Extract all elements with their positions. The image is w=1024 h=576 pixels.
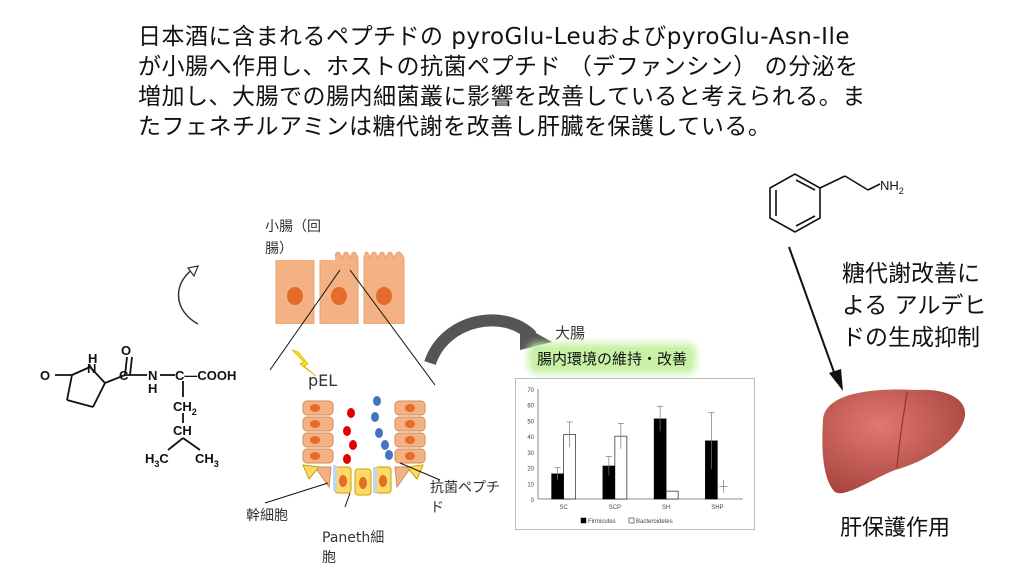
lightning-icon xyxy=(291,349,317,377)
bar-bacteroidetes xyxy=(665,490,679,500)
pel-label: pEL xyxy=(308,371,338,390)
amine-group: NH2 xyxy=(880,178,904,196)
alpha-carbon-cooh: C—COOH xyxy=(175,368,236,383)
legend-label: Bacteroidetes xyxy=(636,519,673,525)
pyroglu-leu-structure: O H N O C N H C—COOH CH2 CH H3C CH3 xyxy=(40,345,236,469)
legend-swatch xyxy=(628,517,635,524)
ch3-group: CH3 xyxy=(195,451,219,469)
y-tick-label: 10 xyxy=(527,482,534,488)
summary-text: 日本酒に含まれるペプチドの pyroGlu-LeuおよびpyroGlu-Asn-… xyxy=(138,24,866,140)
stem-cell-label: 幹細胞 xyxy=(246,508,288,524)
large-intestine-label: 大腸 xyxy=(555,324,586,342)
zoom-lines xyxy=(269,270,436,386)
h3c-group: H3C xyxy=(145,451,169,469)
category-label: SC xyxy=(559,505,568,511)
legend-label: Firmicutes xyxy=(588,519,616,525)
category-label: SH xyxy=(662,505,670,511)
amide-carbon: C xyxy=(119,368,129,383)
gut-environment-caption: 腸内環境の維持・改善 xyxy=(533,348,692,369)
ch2-group: CH2 xyxy=(173,399,197,417)
amide-nitrogen: N xyxy=(148,368,157,383)
crypt-illustration xyxy=(302,396,426,496)
y-tick-label: 40 xyxy=(527,435,534,441)
glucose-metabolism-claim: 糖代謝改善による アルデヒドの生成抑制 xyxy=(842,261,987,351)
liver-icon xyxy=(822,389,966,494)
ring-nh-n: N xyxy=(87,361,96,376)
legend-swatch xyxy=(580,517,587,524)
phenethylamine-structure: NH2 xyxy=(769,173,904,233)
downward-arrow-icon xyxy=(788,246,843,391)
small-intestine-illustration xyxy=(275,251,405,324)
y-tick-label: 30 xyxy=(527,451,534,457)
ch-group: CH xyxy=(173,423,192,438)
carbonyl-oxygen: O xyxy=(121,345,131,358)
category-label: SCP xyxy=(609,505,621,511)
label-pointers xyxy=(264,462,441,508)
y-tick-label: 50 xyxy=(527,419,534,425)
category-label: SHP xyxy=(711,505,723,511)
ring-oxygen: O xyxy=(40,368,50,383)
small-intestine-label: 小腸（回腸） xyxy=(265,216,335,260)
y-tick-label: 0 xyxy=(531,498,535,504)
y-tick-label: 20 xyxy=(527,467,534,473)
cycle-arrow-icon xyxy=(177,265,199,325)
paneth-label: Paneth細胞 xyxy=(322,530,385,566)
antimicrobial-peptide-label: 抗菌ペプチド xyxy=(430,480,500,516)
curved-arrow-icon xyxy=(424,314,552,366)
liver-protection-label: 肝保護作用 xyxy=(840,516,951,541)
y-tick-label: 60 xyxy=(527,404,534,410)
amide-hydrogen: H xyxy=(148,381,157,396)
y-tick-label: 70 xyxy=(527,388,534,394)
ring-nh-h: H xyxy=(88,351,97,366)
